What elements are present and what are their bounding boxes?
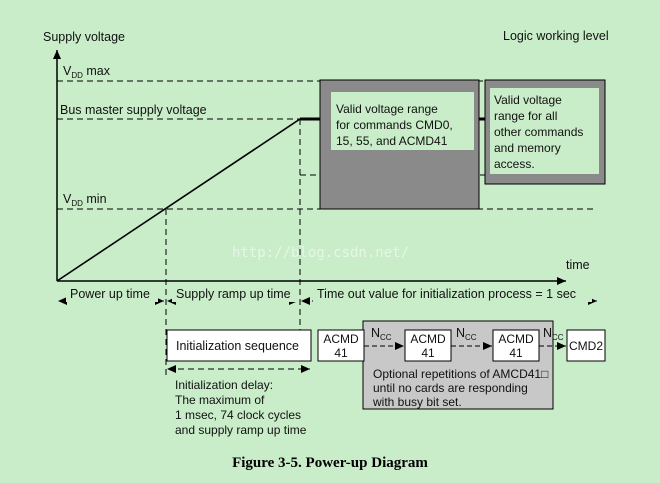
valid-other-text-bg [490, 88, 599, 174]
supply-ramp-up-time-label: Supply ramp up time [176, 287, 291, 301]
cmd2-box [566, 329, 606, 362]
power-up-time-label: Power up time [70, 287, 150, 301]
acmd41-3-bottom: 41 [509, 346, 523, 360]
valid-range-cmd0-line3: 15, 55, and ACMD41 [336, 134, 448, 148]
logic-working-level-label: Logic working level [503, 29, 609, 43]
valid-other-line3: other commands [494, 125, 583, 139]
vdd-min-label: VDD min [63, 192, 107, 208]
acmd41-box-3 [492, 329, 540, 362]
ncc-label-3: NCC [543, 326, 564, 342]
optional-line2: until no cards are responding [373, 381, 528, 395]
bus-master-supply-label: Bus master supply voltage [60, 103, 207, 117]
valid-range-text-bg [331, 92, 474, 150]
acmd41-3-top: ACMD [498, 332, 534, 346]
init-delay-line3: 1 msec, 74 clock cycles [175, 408, 301, 422]
supply-ramp-line [56, 118, 301, 282]
acmd41-box-1 [317, 329, 365, 362]
acmd41-2-top: ACMD [410, 332, 446, 346]
power-up-time-bg [66, 285, 158, 302]
init-delay-line2: The maximum of [175, 393, 265, 407]
init-delay-line1: Initialization delay: [175, 378, 273, 392]
valid-other-line4: and memory [494, 141, 561, 155]
valid-other-line1: Valid voltage [494, 93, 562, 107]
init-delay-line4: and supply ramp up time [175, 423, 307, 437]
supply-ramp-bg [172, 285, 298, 302]
init-sequence-box [166, 329, 312, 362]
valid-other-line2: range for all [494, 109, 557, 123]
valid-range-cmd0-line1: Valid voltage range [336, 102, 438, 116]
vdd-max-label: VDD max [63, 64, 111, 80]
supply-voltage-label: Supply voltage [43, 30, 125, 44]
init-sequence-label: Initialization sequence [176, 339, 299, 353]
ncc-label-1: NCC [371, 326, 392, 342]
valid-range-cmd0-line2: for commands CMD0, [336, 118, 453, 132]
watermark: http://blog.csdn.net/ [232, 245, 409, 261]
optional-line1: Optional repetitions of AMCD41□ [373, 367, 548, 381]
timeout-label: Time out value for initialization proces… [317, 287, 576, 301]
time-label: time [566, 258, 590, 272]
acmd41-2-bottom: 41 [421, 346, 435, 360]
acmd41-box-2 [404, 329, 452, 362]
acmd41-1-bottom: 41 [334, 346, 348, 360]
timeout-bg [313, 285, 592, 302]
valid-other-line5: access. [494, 157, 535, 171]
acmd41-1-top: ACMD [323, 332, 359, 346]
optional-line3: with busy bit set. [372, 395, 462, 409]
ncc-label-2: NCC [456, 326, 477, 342]
figure-caption: Figure 3-5. Power-up Diagram [232, 455, 428, 471]
cmd2-label: CMD2 [569, 339, 603, 353]
